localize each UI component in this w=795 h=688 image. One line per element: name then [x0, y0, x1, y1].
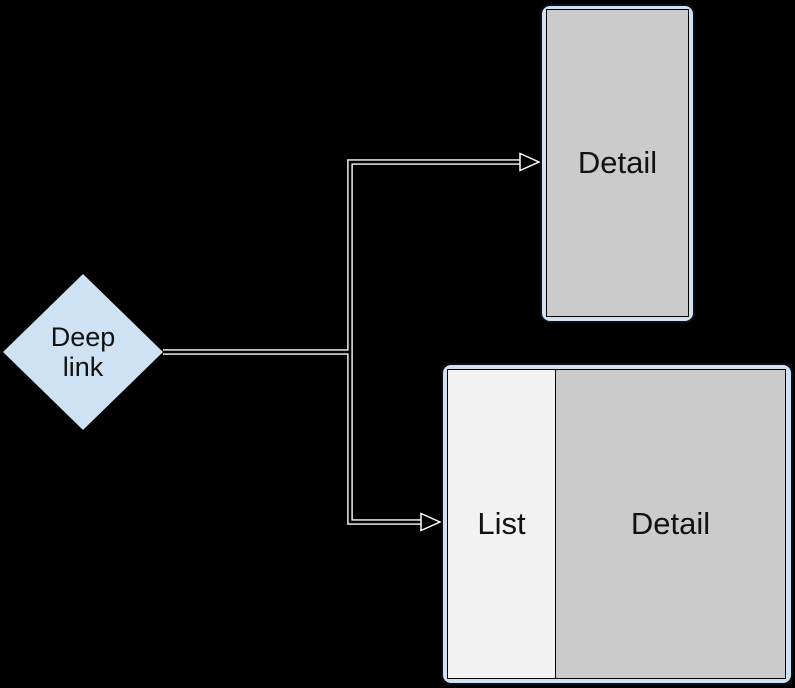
tablet-detail-label: Detail [630, 506, 711, 541]
deep-link-label: Deep link [50, 322, 116, 382]
phone-screen: Detail [546, 9, 689, 317]
arrowhead-to-tablet [420, 512, 442, 532]
tablet-frame: List Detail [441, 363, 793, 685]
tablet-list-label: List [477, 506, 526, 541]
phone-frame: Detail [540, 4, 695, 323]
tablet-list-pane: List [448, 370, 556, 678]
arrowhead-to-phone [519, 152, 541, 172]
deep-link-node: Deep link [3, 274, 163, 430]
tablet-screen: List Detail [447, 369, 786, 679]
tablet-detail-pane: Detail [556, 370, 785, 678]
phone-detail-label: Detail [577, 145, 658, 180]
